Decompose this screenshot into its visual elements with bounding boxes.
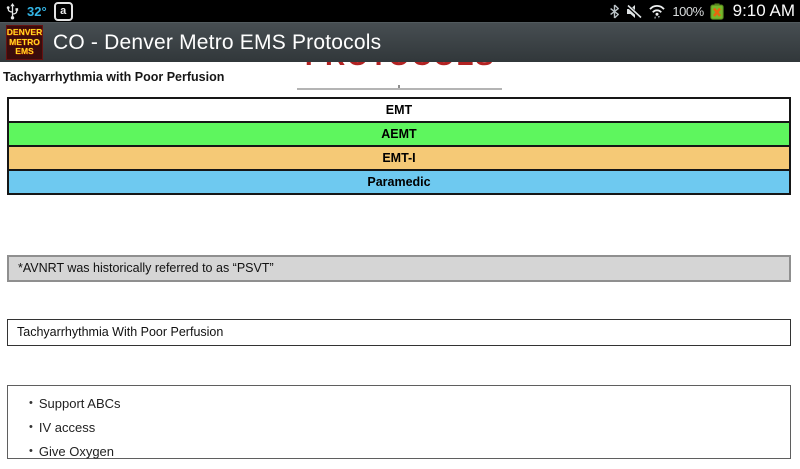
volume-muted-icon <box>626 3 643 19</box>
app-title: CO - Denver Metro EMS Protocols <box>53 30 382 54</box>
bluetooth-icon <box>609 3 620 19</box>
provider-level-list: EMT AEMT EMT-I Paramedic <box>7 97 791 195</box>
battery-widget-icon <box>709 3 724 20</box>
protocol-name-bar[interactable]: Tachyarrhythmia With Poor Perfusion <box>7 319 791 346</box>
heading-underline <box>297 85 502 90</box>
usb-debug-icon <box>5 2 20 20</box>
level-bar-emt[interactable]: EMT <box>7 97 791 123</box>
amazon-appstore-icon: a <box>53 1 73 21</box>
clock: 9:10 AM <box>732 1 795 20</box>
treatment-step: • IV access <box>29 419 96 435</box>
action-bar: DENVER METRO EMS CO - Denver Metro EMS P… <box>0 22 800 62</box>
temperature-indicator: 32° <box>27 3 47 19</box>
content-area: PROTOCOLS Tachyarrhythmia with Poor Perf… <box>0 62 800 469</box>
battery-percent: 100% <box>672 3 704 19</box>
page-title: Tachyarrhythmia with Poor Perfusion <box>3 70 225 84</box>
wifi-activity-icon <box>648 3 666 19</box>
status-bar: 32° a <box>0 0 800 22</box>
app-logo[interactable]: DENVER METRO EMS <box>6 25 43 60</box>
level-bar-paramedic[interactable]: Paramedic <box>7 169 791 195</box>
bullet-icon: • <box>29 397 33 409</box>
bullet-icon: • <box>29 421 33 433</box>
protocols-heading-clipped: PROTOCOLS <box>0 62 800 71</box>
level-bar-aemt[interactable]: AEMT <box>7 121 791 147</box>
treatment-steps-box: • Support ABCs • IV access • Give Oxygen <box>7 385 791 459</box>
avnrt-note-bar[interactable]: *AVNRT was historically referred to as “… <box>7 255 791 282</box>
treatment-step: • Support ABCs <box>29 395 121 411</box>
level-bar-emt-i[interactable]: EMT-I <box>7 145 791 171</box>
bullet-icon: • <box>29 445 33 457</box>
treatment-step: • Give Oxygen <box>29 443 115 459</box>
